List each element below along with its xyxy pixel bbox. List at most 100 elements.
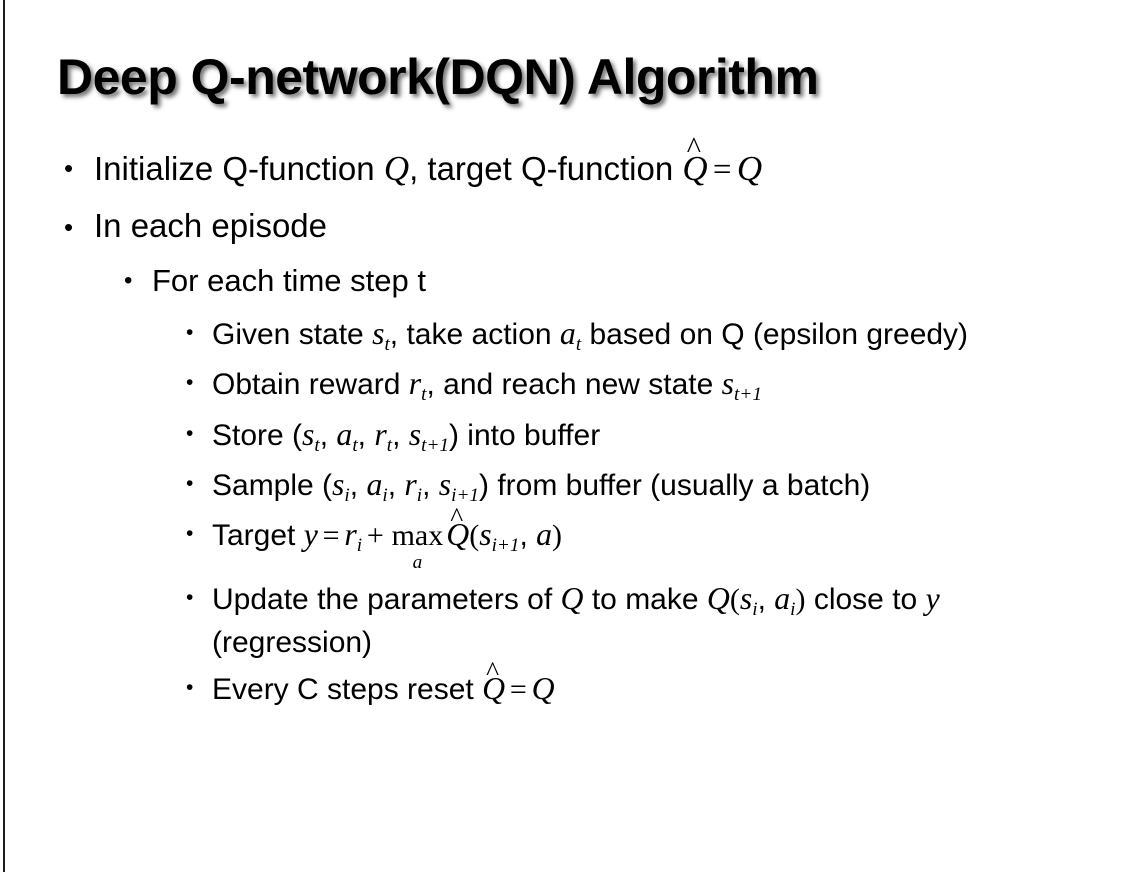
bullet-marker-icon: •	[64, 153, 74, 183]
obtain-reward-s: s	[721, 366, 735, 402]
target-s-subscript: i+1	[491, 534, 520, 556]
bullet-given-state: • Given state st, take action at based o…	[0, 313, 1124, 357]
sample-comma-3: ,	[422, 468, 439, 502]
initialize-qhat: ^Q	[682, 133, 708, 191]
sample-s-subscript: i	[344, 484, 350, 506]
initialize-var-q: Q	[383, 149, 410, 188]
obtain-reward-r-subscript: t	[421, 384, 427, 406]
sample-r: r	[404, 466, 417, 502]
update-s-subscript: i	[752, 599, 758, 621]
bullet-obtain-reward-text: Obtain reward rt, and reach new state st…	[212, 363, 1124, 407]
sample-tail: ) from buffer (usually a batch)	[479, 468, 871, 502]
bullet-update-parameters: • Update the parameters of Q to make Q(s…	[0, 578, 1124, 662]
bullet-marker-icon: •	[186, 471, 194, 495]
update-a: a	[774, 581, 791, 617]
store-s2-subscript: t+1	[421, 434, 449, 456]
target-qhat: ^Q	[446, 503, 470, 556]
store-s-subscript: t	[314, 434, 320, 456]
store-comma-2: ,	[357, 418, 375, 452]
bullet-obtain-reward: • Obtain reward rt, and reach new state …	[0, 363, 1124, 407]
bullet-every-c-steps: • Every C steps reset ^Q=Q	[0, 657, 1124, 710]
target-paren-close: )	[552, 519, 563, 553]
sample-s2-subscript: i+1	[451, 484, 479, 506]
target-a: a	[536, 517, 553, 553]
hat-accent-icon: ^	[486, 654, 500, 686]
target-lead: Target	[212, 519, 304, 553]
bullet-marker-icon: •	[64, 211, 74, 242]
page-title: Deep Q-network(DQN) Algorithm	[57, 49, 819, 105]
obtain-reward-r: r	[408, 366, 422, 402]
bullet-sample-tuple: • Sample (si, ai, ri, si+1) from buffer …	[0, 464, 1124, 508]
bullet-initialize: • Initialize Q-function Q, target Q-func…	[0, 133, 1124, 192]
given-state-tail: based on Q (epsilon greedy)	[581, 318, 969, 352]
update-tail-2: (regression)	[212, 625, 373, 659]
target-paren-open: (	[469, 519, 480, 553]
slide-left-edge-rule	[3, 0, 5, 872]
bullet-in-each-episode-text: In each episode	[94, 206, 328, 244]
hat-accent-icon: ^	[450, 500, 464, 532]
given-state-lead: Given state	[212, 318, 373, 352]
sample-s2: s	[438, 466, 452, 502]
given-state-a: a	[559, 316, 576, 352]
initialize-lead: Initialize Q-function	[94, 150, 384, 187]
bullet-marker-icon: •	[186, 421, 194, 445]
obtain-reward-lead: Obtain reward	[212, 368, 409, 402]
target-y: y	[303, 517, 318, 553]
target-comma: ,	[519, 519, 537, 553]
store-lead: Store (	[212, 418, 303, 452]
every-c-qhat-base: Q	[482, 671, 506, 707]
sample-comma-2: ,	[387, 468, 405, 502]
sample-r-subscript: i	[416, 484, 423, 506]
max-limit-variable: a	[412, 552, 423, 574]
obtain-reward-mid: , and reach new state	[426, 368, 722, 402]
update-y: y	[925, 581, 940, 617]
bullet-marker-icon: •	[186, 371, 194, 395]
update-tail-1: close to	[805, 583, 926, 617]
update-paren-open: (	[729, 583, 740, 617]
initialize-qhat-base: Q	[682, 149, 708, 188]
target-s: s	[479, 517, 492, 553]
hat-accent-icon: ^	[686, 131, 702, 166]
store-comma-1: ,	[319, 418, 337, 452]
bullet-in-each-episode: • In each episode	[0, 205, 1124, 248]
every-c-equals: =	[509, 673, 527, 707]
max-label: max	[391, 519, 444, 553]
sample-s: s	[332, 466, 345, 502]
store-a-subscript: t	[352, 434, 358, 456]
sample-a-subscript: i	[382, 484, 388, 506]
initialize-mid: , target Q-function	[409, 150, 683, 187]
bullet-every-c-steps-text: Every C steps reset ^Q=Q	[212, 657, 1124, 710]
update-q1: Q	[560, 581, 584, 617]
given-state-s: s	[372, 316, 385, 352]
bullet-marker-icon: •	[186, 522, 194, 546]
store-a: a	[336, 416, 353, 452]
every-c-lead: Every C steps reset	[212, 673, 483, 707]
target-qhat-base: Q	[446, 517, 470, 553]
bullet-marker-icon: •	[186, 321, 194, 345]
bullet-given-state-text: Given state st, take action at based on …	[212, 313, 1124, 357]
update-s: s	[739, 581, 753, 617]
update-comma: ,	[757, 583, 775, 617]
every-c-qhat: ^Q	[482, 657, 506, 710]
sample-comma-1: ,	[349, 468, 367, 502]
store-r-subscript: t	[386, 434, 393, 456]
bullet-marker-icon: •	[186, 676, 194, 700]
bullet-marker-icon: •	[186, 586, 194, 610]
bullet-store-tuple: • Store (st, at, rt, st+1) into buffer	[0, 414, 1124, 458]
target-plus: +	[366, 519, 384, 553]
update-q2: Q	[706, 581, 730, 617]
target-r-subscript: i	[356, 534, 363, 556]
target-r: r	[344, 517, 357, 553]
bullet-update-parameters-text: Update the parameters of Q to make Q(si,…	[212, 578, 1124, 662]
target-equals: =	[322, 519, 340, 553]
store-comma-3: ,	[392, 418, 409, 452]
bullet-for-each-time-step-text: For each time step t	[152, 262, 426, 298]
slide-body: • Initialize Q-function Q, target Q-func…	[0, 133, 1124, 717]
store-s2: s	[408, 416, 422, 452]
update-mid: to make	[583, 583, 707, 617]
bullet-sample-tuple-text: Sample (si, ai, ri, si+1) from buffer (u…	[212, 464, 1124, 508]
update-lead: Update the parameters of	[212, 583, 561, 617]
